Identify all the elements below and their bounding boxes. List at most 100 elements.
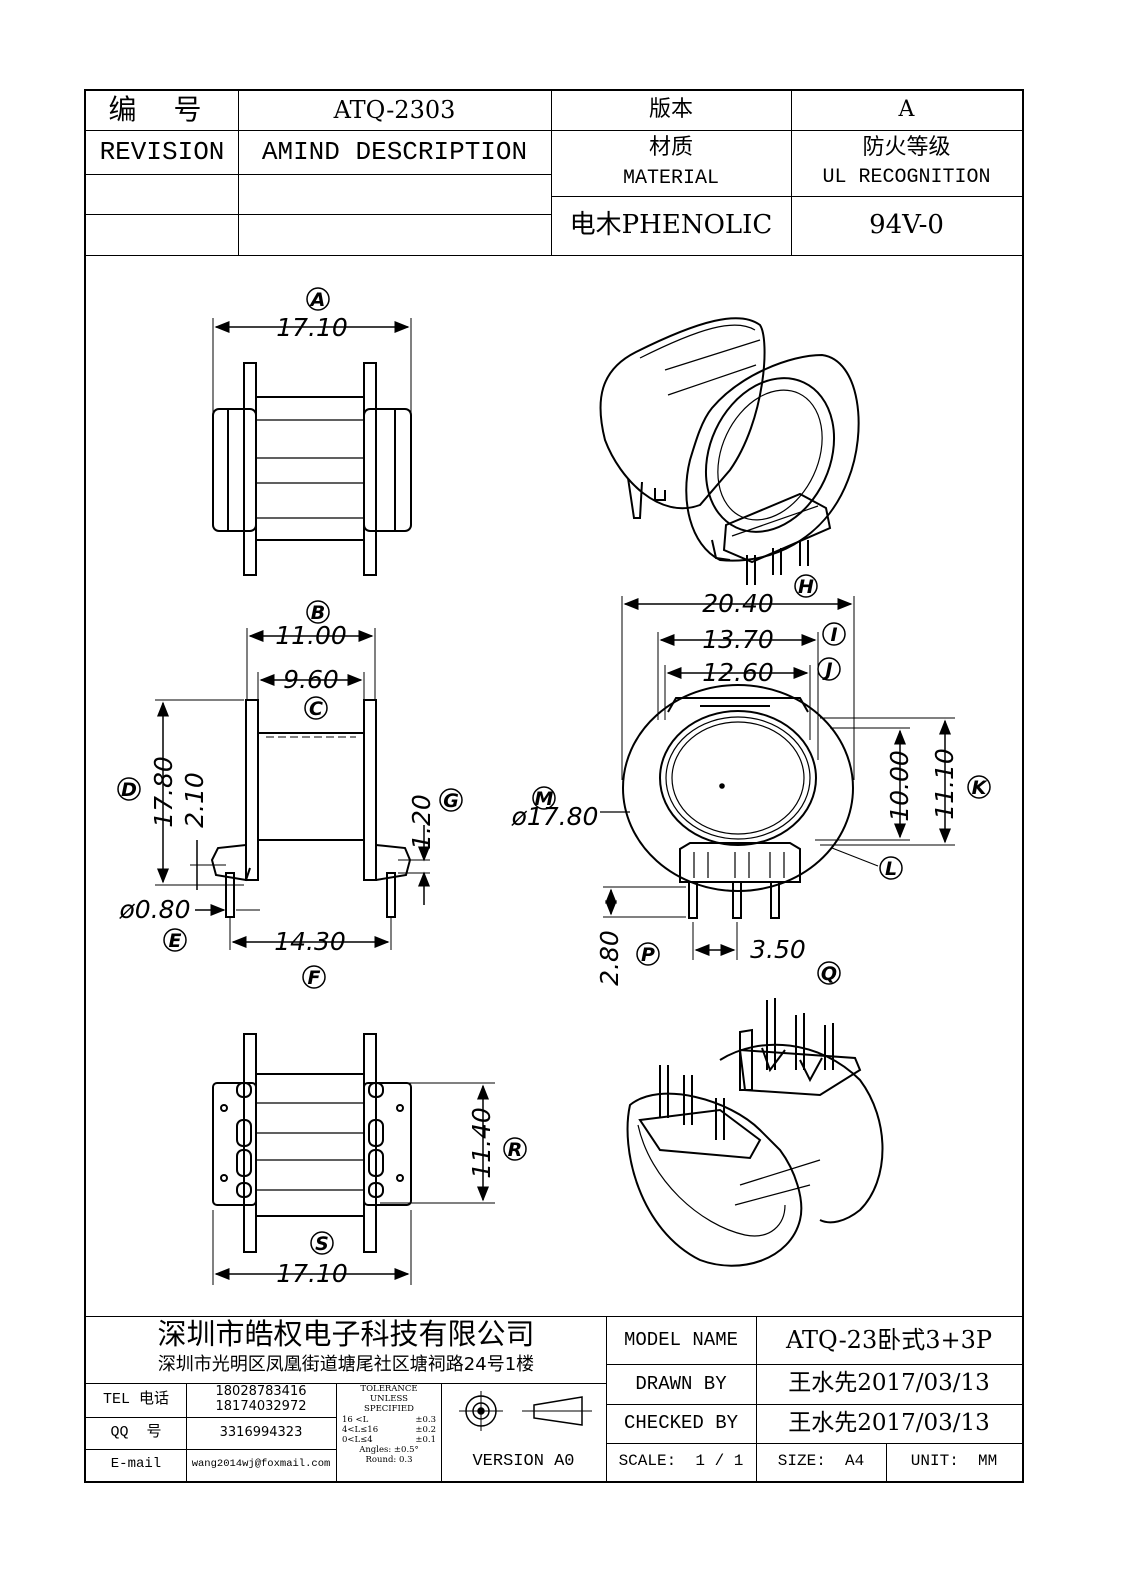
dim-c: 9.60 (283, 665, 339, 694)
dim-f: 14.30 (274, 927, 346, 956)
dim-d: 17.80 (149, 756, 178, 828)
svg-text:I: I (830, 624, 837, 646)
email-label: E-mail (110, 1456, 162, 1473)
material-value: 电木PHENOLIC (569, 210, 773, 241)
dim-q: 3.50 (750, 935, 806, 964)
isometric-top-view (599, 317, 860, 585)
description-label: AMIND DESCRIPTION (261, 136, 528, 167)
ref-a: A (306, 287, 330, 311)
svg-text:P: P (641, 944, 655, 966)
ref-q: Q (817, 961, 841, 985)
ref-b: B (306, 600, 330, 624)
dim-g: 1.20 (407, 794, 436, 850)
dim-m: ø17.80 (511, 802, 599, 831)
svg-text:K: K (972, 777, 988, 799)
tolerance-round: Round: 0.3 (365, 1455, 413, 1466)
material-label-en: MATERIAL (622, 167, 719, 190)
ref-e: E (163, 928, 187, 952)
tel-value-2: 18174032972 (215, 1399, 307, 1415)
drawing-sheet: 编 号 ATQ-2303 版本 A REVISION AMIND DESCRIP… (84, 89, 1024, 1483)
svg-text:M: M (535, 788, 554, 810)
svg-text:J: J (821, 659, 832, 681)
svg-text:G: G (443, 790, 459, 812)
tel-label: TEL 电话 (102, 1390, 169, 1408)
ref-f: F (302, 965, 326, 989)
svg-text:L: L (885, 858, 897, 880)
tolerance-block: TOLERANCE UNLESS SPECIFIED 16 <L±0.3 4<L… (338, 1384, 440, 1480)
version-label: 版本 (648, 97, 693, 123)
dim-i: 13.70 (702, 625, 774, 654)
ref-j: J (817, 657, 841, 681)
fire-label-en: UL RECOGNITION (822, 166, 991, 189)
qq-value: 3316994323 (219, 1424, 303, 1440)
ref-s: S (310, 1231, 334, 1255)
unit-label: UNIT: MM (910, 1452, 998, 1471)
dim-p: 2.80 (595, 930, 624, 986)
projection-symbol-icon (459, 1391, 592, 1431)
ref-k: K (967, 775, 991, 799)
dim-d2: 2.10 (180, 772, 209, 828)
fire-label-cn: 防火等级 (862, 134, 951, 160)
isometric-bottom-view (626, 998, 884, 1267)
revision-label: REVISION (99, 136, 225, 167)
dim-s: 17.10 (276, 1259, 348, 1288)
part-number: ATQ-2303 (333, 96, 456, 125)
side-view (155, 628, 430, 950)
dim-e: ø0.80 (119, 895, 191, 924)
scale-label: SCALE: 1 / 1 (618, 1452, 744, 1471)
dim-k2: 10.00 (885, 750, 914, 822)
drawn-by-label: DRAWN BY (635, 1372, 727, 1395)
model-name-value: ATQ-23卧式3+3P (785, 1325, 993, 1354)
checked-by-label: CHECKED BY (623, 1412, 739, 1435)
tel-value-1: 18028783416 (215, 1384, 307, 1400)
reference-letters: A B C D G E F H I J K L M P Q R S (117, 287, 991, 1255)
ref-h: H (794, 574, 818, 598)
version-value: A (898, 97, 915, 123)
fire-value: 94V-0 (869, 210, 944, 241)
tolerance-row: 16 <L±0.3 (342, 1414, 436, 1425)
tolerance-row: 0<L≤4±0.1 (342, 1434, 436, 1445)
ref-g: G (439, 788, 463, 812)
ref-r: R (503, 1137, 527, 1161)
svg-text:B: B (311, 602, 325, 624)
tolerance-title: TOLERANCE (360, 1384, 418, 1394)
ref-m: M (532, 786, 556, 810)
company-address: 深圳市光明区凤凰街道塘尾社区塘祠路24号1楼 (157, 1354, 535, 1376)
svg-text:C: C (309, 698, 323, 720)
tolerance-specified: SPECIFIED (364, 1404, 414, 1415)
svg-text:R: R (508, 1139, 523, 1161)
svg-text:H: H (798, 576, 814, 598)
dim-a: 17.10 (276, 313, 348, 342)
qq-label: QQ 号 (110, 1423, 162, 1441)
front-view (212, 318, 412, 576)
model-name-label: MODEL NAME (623, 1328, 739, 1351)
number-label: 编 号 (108, 93, 216, 127)
bottom-view (212, 1033, 495, 1285)
size-label: SIZE: A4 (777, 1452, 865, 1471)
material-label-cn: 材质 (648, 134, 693, 160)
drawn-by-value: 王水先2017/03/13 (788, 1370, 990, 1397)
dim-b: 11.00 (275, 621, 347, 650)
tolerance-angles: Angles: ±0.5° (359, 1445, 419, 1456)
ref-c: C (304, 696, 328, 720)
version-code: VERSION A0 (472, 1451, 575, 1471)
dim-j: 12.60 (702, 658, 774, 687)
company-name: 深圳市皓权电子科技有限公司 (157, 1317, 535, 1352)
ref-p: P (636, 942, 660, 966)
tolerance-row: 4<L≤16±0.2 (342, 1424, 436, 1435)
dim-h: 20.40 (702, 589, 774, 618)
svg-text:A: A (309, 289, 326, 311)
svg-text:Q: Q (821, 963, 837, 985)
svg-text:E: E (169, 930, 182, 952)
svg-text:S: S (315, 1233, 329, 1255)
dim-r: 11.40 (467, 1107, 496, 1179)
dim-k: 11.10 (930, 748, 959, 820)
svg-text:F: F (308, 967, 321, 989)
ref-d: D (117, 777, 141, 801)
tolerance-unless: UNLESS (370, 1394, 408, 1405)
ref-l: L (879, 856, 903, 880)
ref-i: I (822, 622, 846, 646)
svg-text:D: D (121, 779, 137, 801)
email-value: wang2014wj@foxmail.com (191, 1458, 331, 1471)
